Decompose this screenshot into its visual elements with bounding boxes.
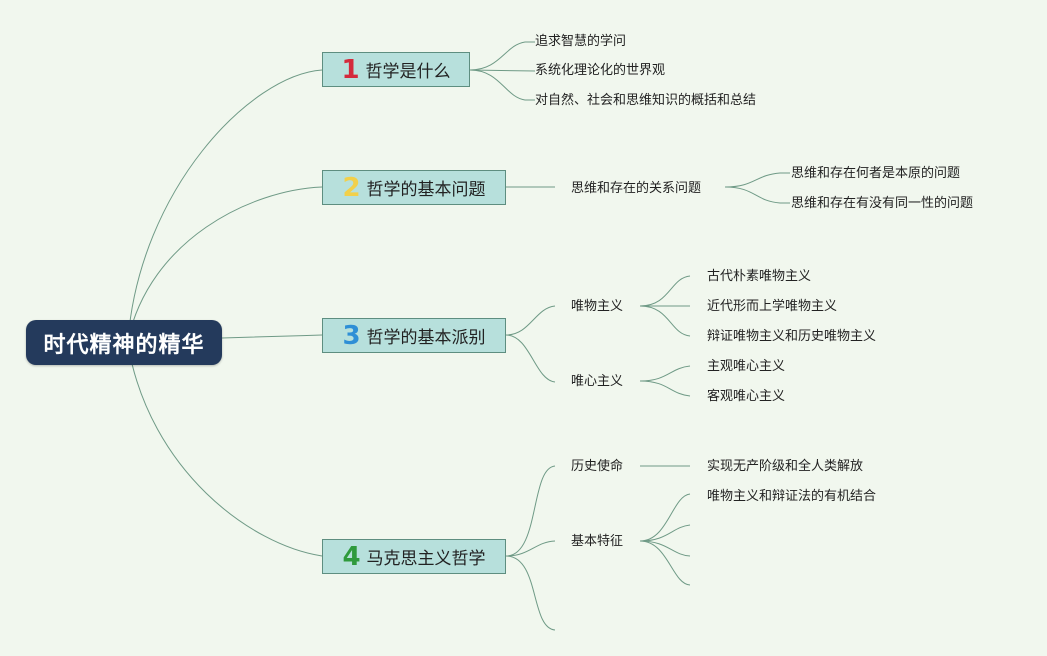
leaf-3-1-3[interactable]: 辩证唯物主义和历史唯物主义: [707, 329, 877, 344]
leaf-3-2-2[interactable]: 客观唯心主义: [707, 389, 786, 404]
leaf-2-1-2[interactable]: 思维和存在有没有同一性的问题: [791, 196, 974, 211]
subtopic-1-1[interactable]: 追求智慧的学问: [535, 34, 627, 49]
link-root-topic-1: [127, 69, 323, 341]
topic-number-2: 2: [342, 172, 361, 203]
leaf-3-1-2[interactable]: 近代形而上学唯物主义: [707, 299, 838, 314]
topic-node-2[interactable]: 2 哲学的基本问题: [322, 170, 506, 205]
topic-node-3[interactable]: 3 哲学的基本派别: [322, 318, 506, 353]
subtopic-1-2[interactable]: 系统化理论化的世界观: [535, 63, 666, 78]
topic-node-1[interactable]: 1 哲学是什么: [322, 52, 470, 87]
leaf-4-2-1[interactable]: 唯物主义和辩证法的有机结合: [707, 489, 877, 504]
leaf-3-2-1[interactable]: 主观唯心主义: [707, 359, 786, 374]
topic-number-3: 3: [342, 320, 361, 351]
topic-number-4: 4: [342, 541, 361, 572]
subtopic-4-2[interactable]: 基本特征: [571, 534, 624, 549]
link-root-topic-2: [127, 186, 323, 341]
subtopic-2-1[interactable]: 思维和存在的关系问题: [571, 181, 702, 196]
topic-label-3: 哲学的基本派别: [366, 328, 486, 348]
topic-node-4[interactable]: 4 马克思主义哲学: [322, 539, 506, 574]
leaf-2-1-1[interactable]: 思维和存在何者是本原的问题: [791, 166, 961, 181]
topic-label-4: 马克思主义哲学: [366, 549, 486, 569]
subtopic-1-3[interactable]: 对自然、社会和思维知识的概括和总结: [535, 93, 757, 108]
leaf-4-1-1[interactable]: 实现无产阶级和全人类解放: [707, 459, 864, 474]
link-root-topic-4: [127, 344, 323, 557]
root-node[interactable]: 时代精神的精华: [26, 320, 222, 365]
leaf-3-1-1[interactable]: 古代朴素唯物主义: [707, 269, 812, 284]
subtopic-3-1[interactable]: 唯物主义: [571, 299, 624, 314]
topic-label-2: 哲学的基本问题: [366, 180, 486, 200]
subtopic-3-2[interactable]: 唯心主义: [571, 374, 624, 389]
topic-label-1: 哲学是什么: [365, 62, 451, 82]
topic-number-1: 1: [341, 54, 360, 85]
link-root-topic-3: [221, 334, 323, 339]
subtopic-4-1[interactable]: 历史使命: [571, 459, 624, 474]
